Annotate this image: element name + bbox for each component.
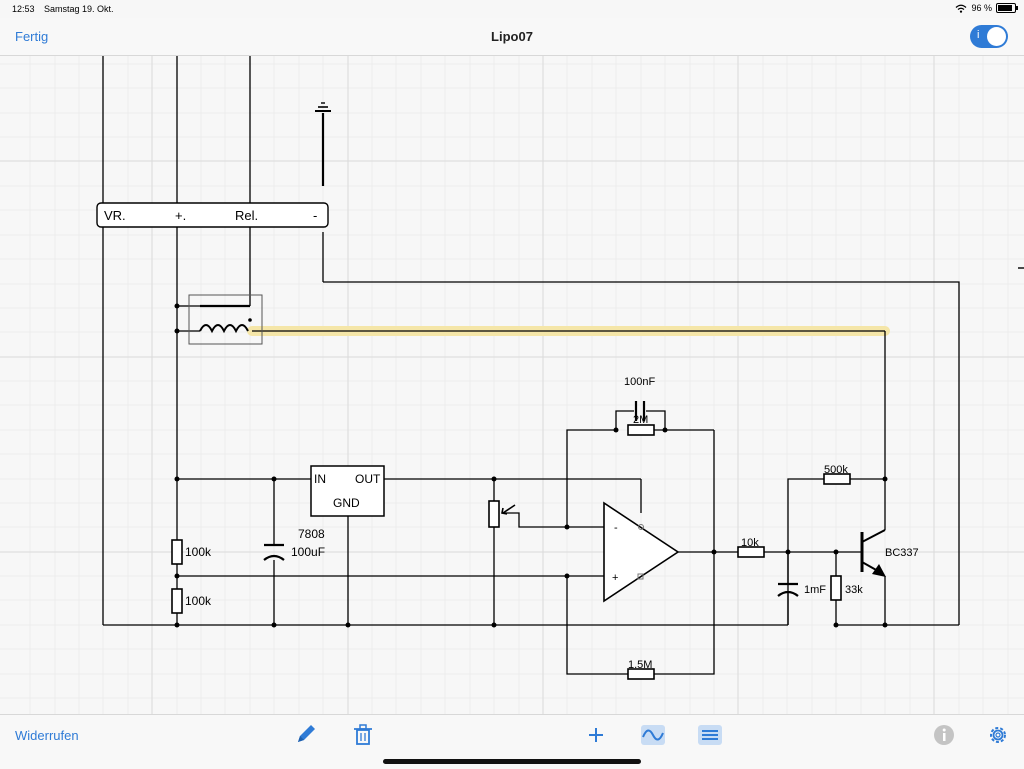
cap-feedback-label: 100nF bbox=[624, 376, 655, 388]
status-date: Samstag 19. Okt. bbox=[44, 4, 114, 14]
home-indicator bbox=[383, 759, 641, 764]
resistor-divider-top[interactable] bbox=[171, 539, 183, 565]
cap-base-label: 1mF bbox=[804, 584, 826, 596]
r-feedback-label: 2M bbox=[633, 414, 648, 426]
undo-button[interactable]: Widerrufen bbox=[15, 728, 79, 743]
trash-icon[interactable] bbox=[350, 723, 376, 747]
schematic-drawing[interactable]: VR. +. Rel. - IN OUT GND 7808 100uF 100k… bbox=[0, 56, 1024, 714]
resistor-divider-bottom[interactable] bbox=[171, 588, 183, 614]
battery-percent: 96 % bbox=[971, 3, 992, 13]
battery-icon bbox=[996, 3, 1018, 13]
gear-icon[interactable] bbox=[985, 723, 1011, 747]
info-icon[interactable] bbox=[931, 723, 957, 747]
regulator-part-label: 7808 bbox=[298, 527, 325, 541]
opamp-minus-label: - bbox=[614, 522, 618, 534]
capacitor-base[interactable] bbox=[777, 582, 799, 597]
capacitor-feedback[interactable] bbox=[634, 401, 646, 421]
info-toggle[interactable]: i bbox=[970, 25, 1008, 48]
list-icon[interactable] bbox=[697, 723, 723, 747]
resistor-base[interactable] bbox=[737, 546, 765, 558]
schematic-canvas[interactable]: VR. +. Rel. - IN OUT GND 7808 100uF 100k… bbox=[0, 56, 1024, 714]
bottom-toolbar: Widerrufen bbox=[0, 714, 1024, 769]
wifi-icon bbox=[956, 4, 967, 13]
connector-rel-label: Rel. bbox=[235, 208, 258, 223]
r-bottom-label: 1.5M bbox=[628, 659, 652, 671]
regulator-7808[interactable]: IN OUT GND 7808 bbox=[298, 465, 385, 541]
resistor-feedback[interactable] bbox=[627, 424, 655, 436]
plus-icon[interactable] bbox=[583, 723, 609, 747]
transistor-label: BC337 bbox=[885, 547, 919, 559]
status-bar: 12:53 Samstag 19. Okt. 96 % bbox=[0, 0, 1024, 18]
regulator-in-label: IN bbox=[314, 472, 326, 486]
r-base-ground-label: 33k bbox=[845, 584, 863, 596]
toggle-knob bbox=[987, 27, 1006, 46]
r-div-bottom-label: 100k bbox=[185, 594, 212, 608]
done-button[interactable]: Fertig bbox=[15, 29, 49, 44]
connector-strip[interactable]: VR. +. Rel. - bbox=[96, 202, 329, 228]
connector-plus-label: +. bbox=[175, 208, 186, 223]
resistor-base-ground[interactable] bbox=[830, 575, 842, 601]
opamp-plus-label: + bbox=[612, 572, 618, 584]
pencil-icon[interactable] bbox=[293, 723, 319, 747]
cap-input-label: 100uF bbox=[291, 545, 325, 559]
status-time: 12:53 bbox=[12, 4, 35, 14]
status-right: 96 % bbox=[955, 3, 1018, 13]
capacitor-input[interactable] bbox=[263, 543, 285, 561]
regulator-gnd-label: GND bbox=[333, 496, 360, 510]
toggle-label: i bbox=[977, 29, 980, 41]
r-bias-label: 500k bbox=[824, 464, 848, 476]
nav-bar: Fertig Lipo07 i bbox=[0, 18, 1024, 56]
page-title: Lipo07 bbox=[491, 29, 533, 44]
grid bbox=[0, 56, 1024, 714]
resistor-bias[interactable] bbox=[823, 473, 851, 485]
resistor-bottom[interactable] bbox=[627, 668, 655, 680]
junction-dots bbox=[174, 303, 888, 628]
regulator-out-label: OUT bbox=[355, 472, 381, 486]
r-base-label: 10k bbox=[741, 537, 759, 549]
ground-symbol bbox=[315, 102, 331, 186]
connector-vr-label: VR. bbox=[104, 208, 126, 223]
transistor-npn[interactable] bbox=[860, 529, 886, 577]
grid-major bbox=[0, 56, 1024, 714]
potentiometer[interactable] bbox=[488, 500, 516, 528]
opamp[interactable]: - + bbox=[603, 501, 680, 603]
waveform-icon[interactable] bbox=[640, 723, 666, 747]
relay-symbol[interactable] bbox=[188, 294, 263, 345]
r-div-top-label: 100k bbox=[185, 545, 212, 559]
connector-minus-label: - bbox=[313, 208, 317, 223]
